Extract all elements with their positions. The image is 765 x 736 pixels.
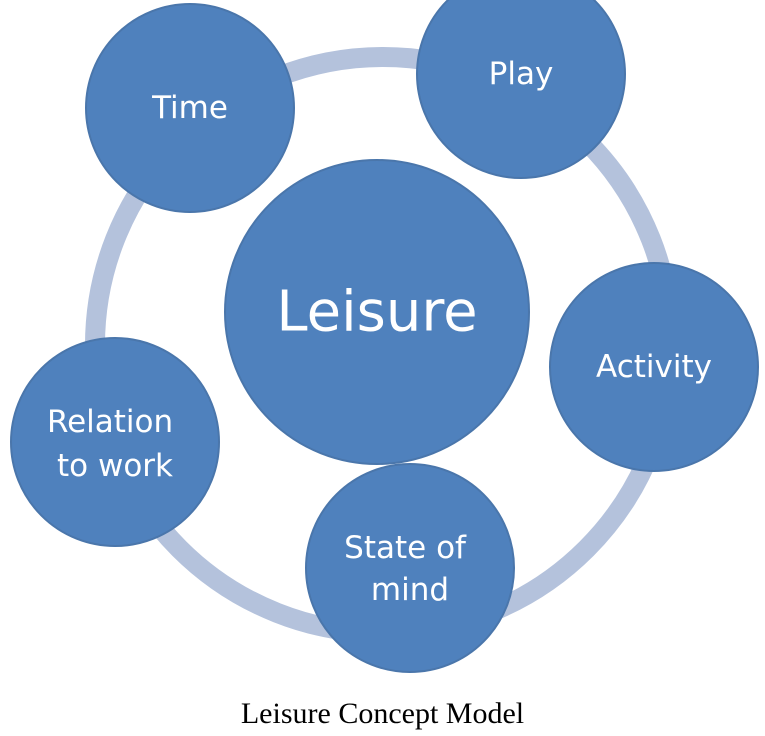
node-state-of-mind-line-2: mind xyxy=(371,572,449,608)
node-relation-to-work-line-1: Relation xyxy=(47,404,173,440)
node-time: Time xyxy=(85,3,295,213)
node-time-line-1: Time xyxy=(151,90,228,126)
node-activity: Activity xyxy=(549,262,759,472)
node-play-line-1: Play xyxy=(489,56,554,92)
node-play-circle xyxy=(416,0,626,179)
center-circle xyxy=(224,159,530,465)
node-play-label: Play xyxy=(489,56,554,92)
center-label: Leisure xyxy=(276,280,477,345)
node-relation-to-work-circle xyxy=(10,337,220,547)
node-relation-to-work-line-2: to work xyxy=(57,448,173,484)
node-relation-to-work: Relation to work xyxy=(10,337,220,547)
node-time-circle xyxy=(85,3,295,213)
node-play: Play xyxy=(416,0,626,179)
node-state-of-mind: State of mind xyxy=(305,463,515,673)
node-activity-label: Activity xyxy=(596,349,712,385)
node-time-label: Time xyxy=(151,90,228,126)
node-state-of-mind-label: State of mind xyxy=(344,530,476,608)
node-relation-to-work-label: Relation to work xyxy=(47,404,183,484)
node-activity-line-1: Activity xyxy=(596,349,712,385)
node-activity-circle xyxy=(549,262,759,472)
figure-caption: Leisure Concept Model xyxy=(240,697,525,730)
node-state-of-mind-circle xyxy=(305,463,515,673)
node-state-of-mind-line-1: State of xyxy=(344,530,467,566)
center-node-leisure: Leisure xyxy=(224,159,530,465)
